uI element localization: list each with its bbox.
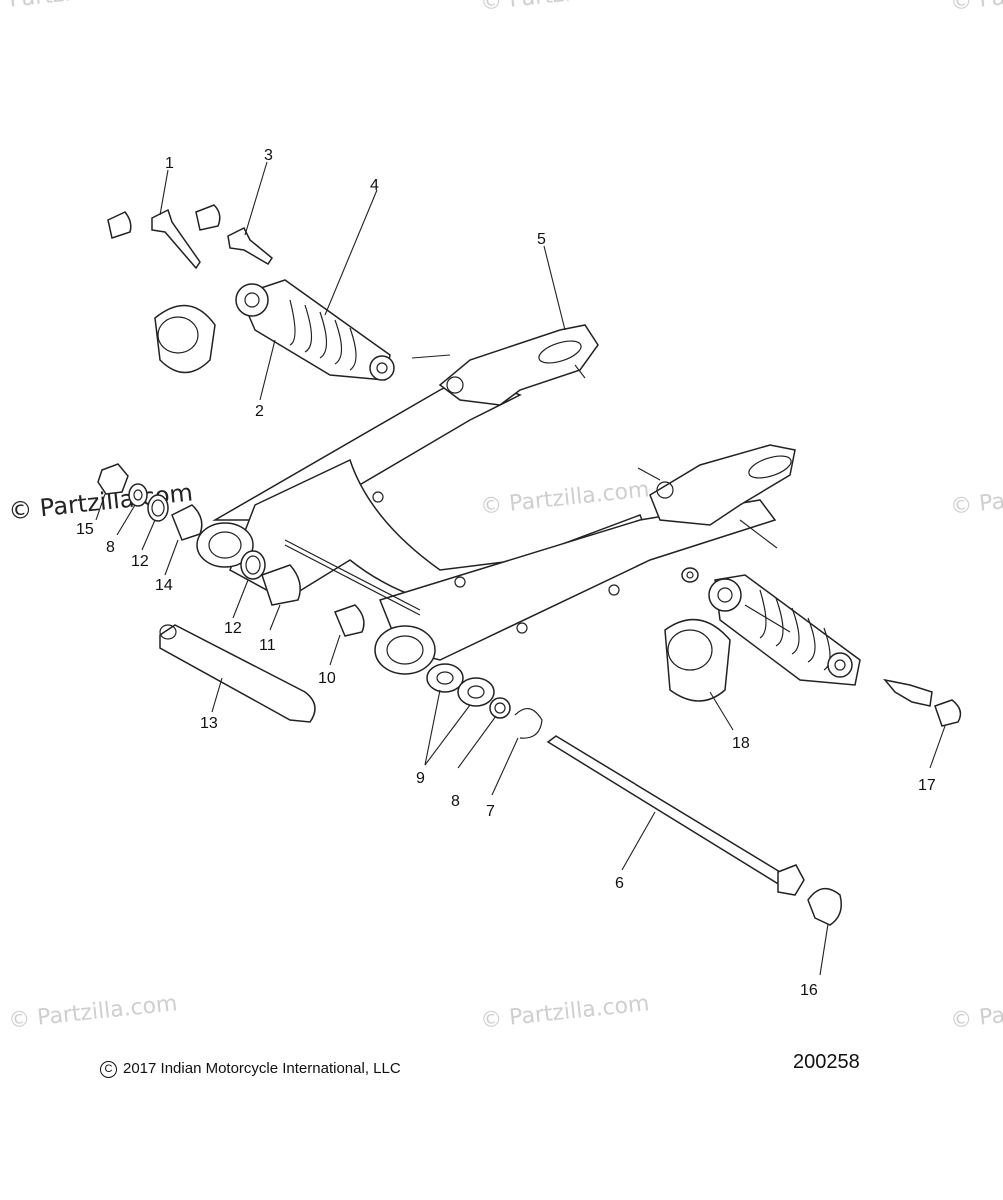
shock-absorber-left xyxy=(235,279,395,381)
callout-4: 4 xyxy=(370,177,379,194)
callout-9: 9 xyxy=(416,770,425,787)
axle-6 xyxy=(546,735,805,896)
shock-bracket-lower xyxy=(649,444,796,526)
callout-labels: 1 2 3 4 5 6 7 8 9 10 11 12 13 14 15 16 1… xyxy=(76,147,936,999)
bushing-10 xyxy=(334,604,365,637)
bushing-17 xyxy=(934,699,962,727)
bearing-9 xyxy=(426,663,495,707)
bushing-top-left xyxy=(107,211,132,239)
callout-2: 2 xyxy=(255,403,264,420)
figure-number: 200258 xyxy=(793,1051,860,1073)
callout-7: 7 xyxy=(486,803,495,820)
bolt-3 xyxy=(227,226,274,266)
bushing-14 xyxy=(171,504,203,541)
copyright-text: 2017 Indian Motorcycle International, LL… xyxy=(123,1060,401,1077)
washer-8-right xyxy=(489,697,511,719)
callout-14: 14 xyxy=(155,577,173,594)
cap-16 xyxy=(807,887,842,926)
circlip-7 xyxy=(514,708,543,739)
shock-bracket-upper xyxy=(438,324,599,406)
callout-16: 16 xyxy=(800,982,818,999)
callout-5: 5 xyxy=(537,231,546,248)
washer-8-left xyxy=(128,483,148,507)
pivot-spacer-13 xyxy=(159,624,316,723)
shock-reservoir-left xyxy=(154,304,216,374)
swingarm-part xyxy=(196,374,777,675)
bushing-top-center xyxy=(195,204,221,231)
seal-12-lower xyxy=(240,550,266,580)
leader-lines xyxy=(95,161,946,976)
callout-15: 15 xyxy=(76,521,94,538)
bolt-1 xyxy=(151,208,201,270)
shock-reservoir-right xyxy=(664,618,731,702)
washer-right-top xyxy=(681,567,699,583)
bushing-11 xyxy=(261,564,301,606)
callout-1: 1 xyxy=(165,155,174,172)
callout-10: 10 xyxy=(318,670,336,687)
callout-8-left: 8 xyxy=(106,539,115,556)
callout-13: 13 xyxy=(200,715,218,732)
callout-8: 8 xyxy=(451,793,460,810)
copyright-notice: C 2017 Indian Motorcycle International, L… xyxy=(100,1060,401,1078)
callout-3: 3 xyxy=(264,147,273,164)
callout-6: 6 xyxy=(615,875,624,892)
callout-17: 17 xyxy=(918,777,936,794)
seal-12-upper xyxy=(147,494,169,522)
callout-18: 18 xyxy=(732,735,750,752)
callout-11: 11 xyxy=(259,637,276,654)
callout-12-upper: 12 xyxy=(131,553,149,570)
bolt-right xyxy=(883,678,933,707)
copyright-symbol-icon: C xyxy=(100,1061,117,1078)
shock-absorber-right xyxy=(708,574,861,686)
nut-15 xyxy=(97,463,129,495)
callout-12: 12 xyxy=(224,620,242,637)
